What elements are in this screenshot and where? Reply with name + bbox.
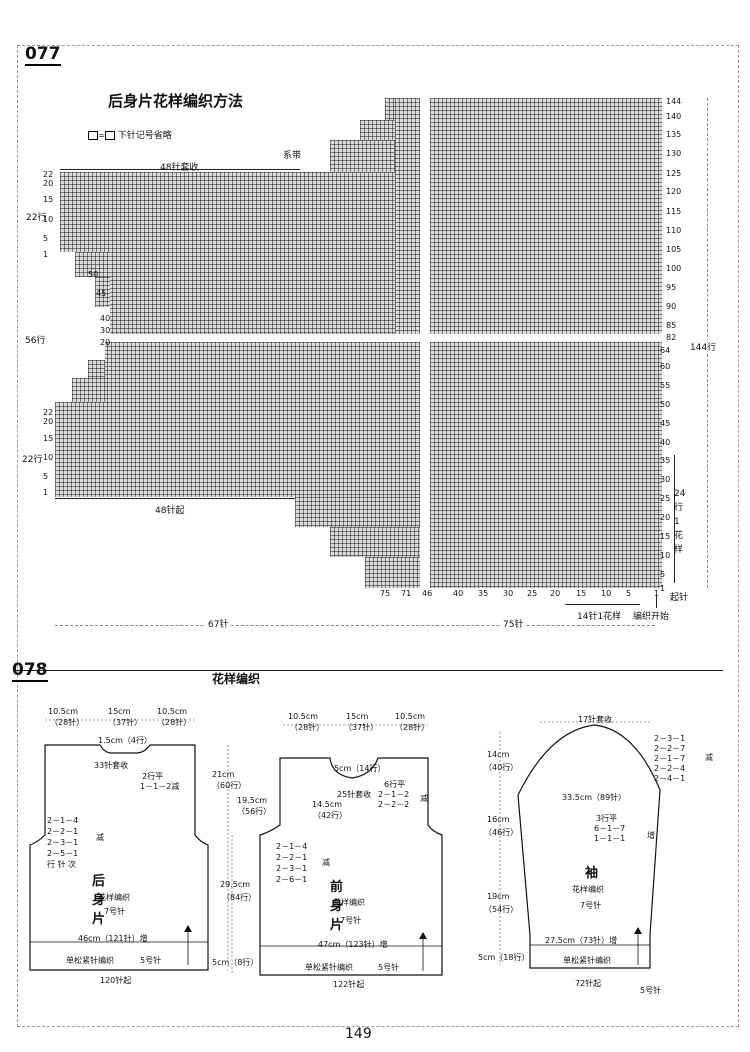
page-number: 149 xyxy=(345,1026,372,1042)
left-rows-bot: 22行 xyxy=(22,455,43,465)
legend-text: 下针记号省略 xyxy=(117,131,172,141)
legend-symbol xyxy=(88,131,98,140)
chart-right-upper xyxy=(430,98,662,334)
section-number-078: 078 xyxy=(12,660,48,682)
top-cast-off: 48针套收 xyxy=(160,163,199,173)
bottom-cast-on: 48针起 xyxy=(155,506,185,516)
tie-label: 系带 xyxy=(283,151,302,161)
section-title-077: 后身片花样编织方法 xyxy=(108,92,244,110)
pattern-rows: 24行1花样 xyxy=(674,489,686,555)
chart-right-lower xyxy=(430,342,662,588)
knit-start: 编织开始 xyxy=(633,612,670,622)
total-right: 75针 xyxy=(500,617,527,630)
chart-center-lower xyxy=(295,497,420,527)
left-rows-top: 22行 xyxy=(26,213,47,223)
cast-on-right: 起针 xyxy=(670,593,689,603)
pattern-sts: 14针1花样 xyxy=(577,612,622,622)
chart-left-lower xyxy=(55,342,420,497)
right-rows-total: 144行 xyxy=(690,340,717,353)
chart-left-upper xyxy=(60,172,410,334)
section-number-077: 077 xyxy=(25,44,61,66)
page-frame xyxy=(17,45,739,1027)
left-rows-mid: 56行 xyxy=(25,336,46,346)
total-left: 67针 xyxy=(205,617,232,630)
legend: =下针记号省略 xyxy=(88,128,172,141)
section-subtitle-078: 花样编织 xyxy=(212,672,261,686)
top-cast-off-line xyxy=(60,169,300,170)
